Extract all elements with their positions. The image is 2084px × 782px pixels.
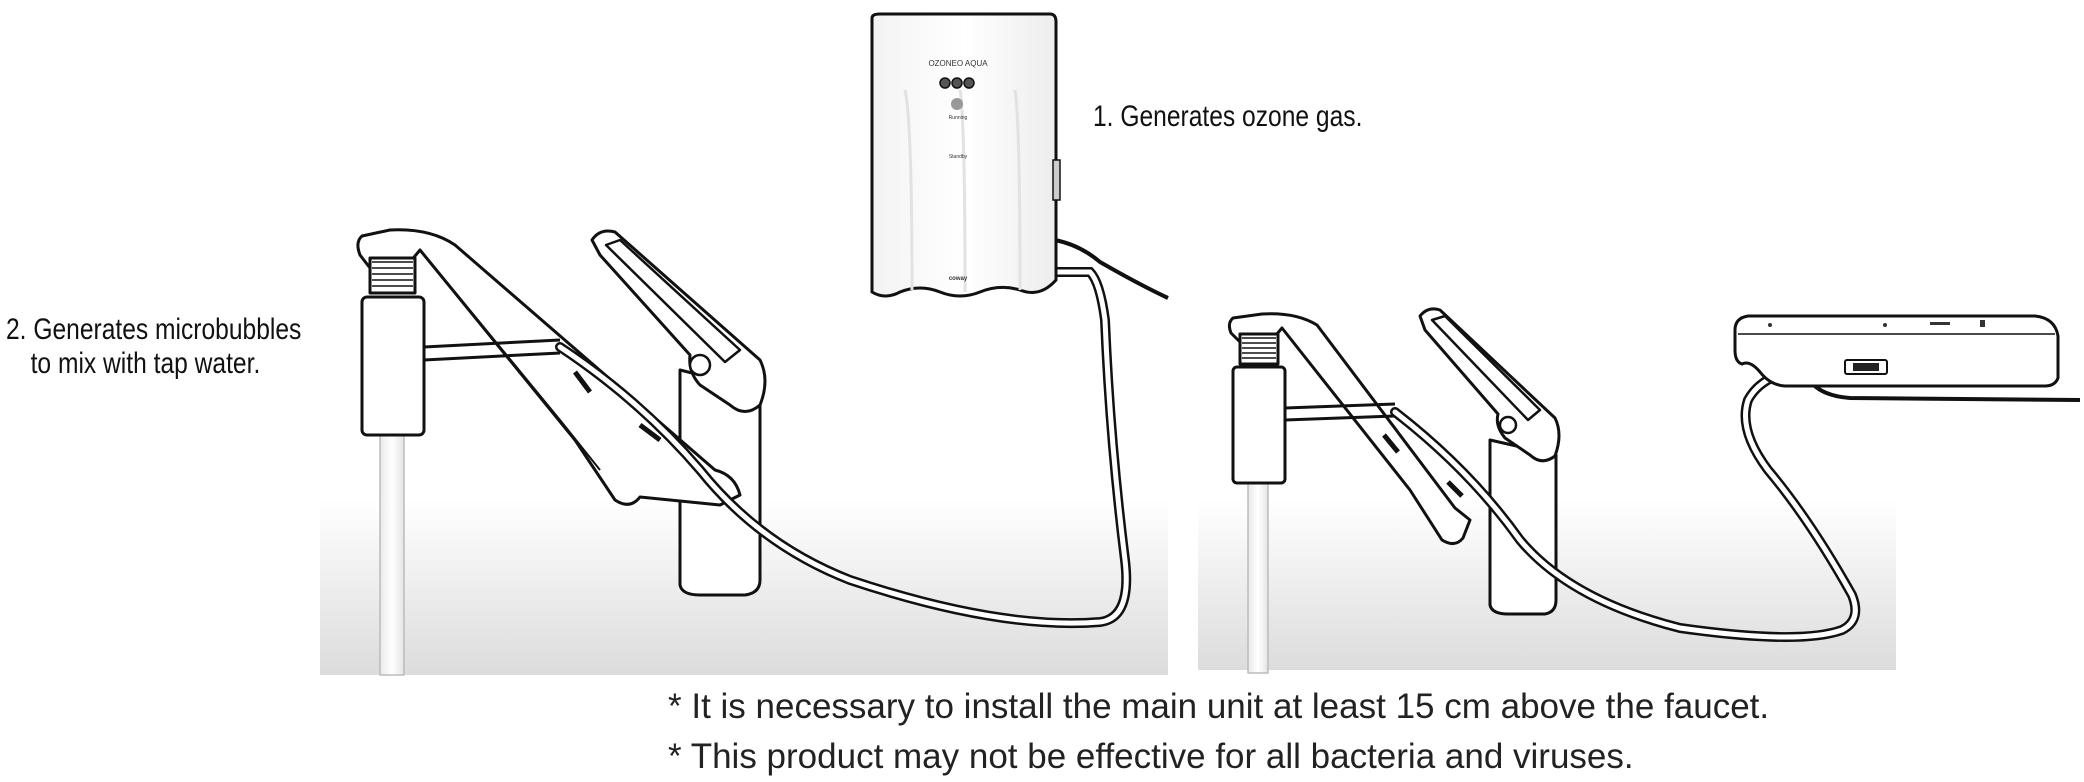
callout-generates-ozone: 1. Generates ozone gas.	[1093, 100, 1363, 133]
right-faucet	[1227, 307, 1561, 674]
unit-maker-logo: coway	[949, 276, 968, 282]
unit-indicator-running: Running	[949, 115, 968, 121]
callout-generates-microbubbles: 2. Generates microbubbles to mix with ta…	[6, 313, 301, 381]
power-cord-left	[1054, 238, 1169, 300]
main-unit	[870, 12, 1061, 298]
left-faucet	[356, 228, 767, 676]
unit-indicator-standby: Standby	[949, 154, 968, 160]
callout-microbubbles-line2: to mix with tap water.	[30, 347, 261, 380]
footnote-install-height: * It is necessary to install the main un…	[668, 687, 1770, 726]
footnotes: * It is necessary to install the main un…	[668, 682, 1769, 782]
footnote-effectiveness: * This product may not be effective for …	[668, 737, 1634, 776]
water-stream-left	[379, 434, 405, 676]
water-stream-right	[1247, 482, 1269, 674]
callout-microbubbles-line1: 2. Generates microbubbles	[6, 313, 302, 346]
main-unit-horizontal	[1733, 314, 2060, 388]
unit-brand-label: OZONEO AQUA	[928, 59, 988, 68]
